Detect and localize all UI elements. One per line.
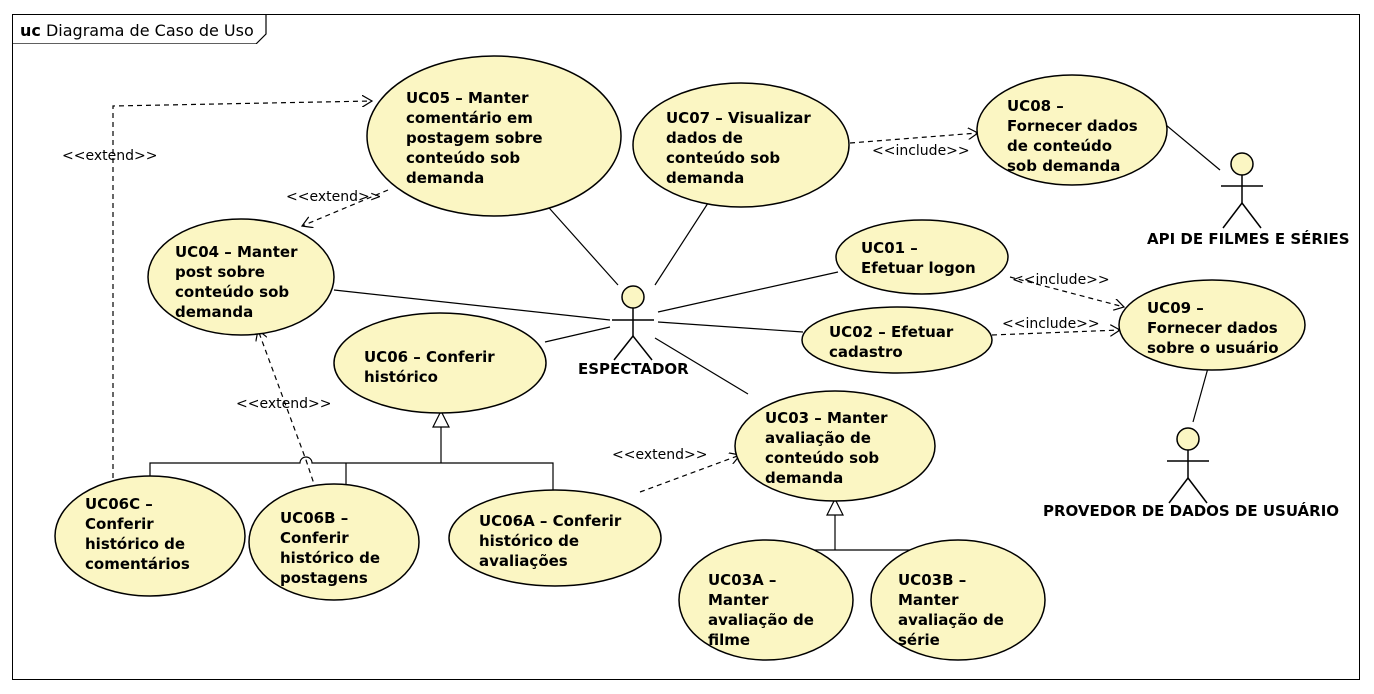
uc02-ellipse[interactable] (801, 306, 993, 374)
assoc-espectador-uc07 (654, 199, 711, 286)
uc06a-label: UC06A – Conferir histórico de avaliações (479, 512, 622, 570)
extend-label-uc06c: <<extend>> (62, 148, 158, 164)
provedor-actor-icon[interactable] (1167, 427, 1209, 504)
uc06c-label: UC06C – Conferir histórico de comentário… (85, 495, 190, 573)
uc03-label: UC03 – Manter avaliação de conteúdo sob … (765, 409, 888, 487)
assoc-espectador-uc05 (541, 199, 619, 286)
uc06-label: UC06 – Conferir histórico (364, 348, 495, 386)
diagram-frame (12, 14, 1360, 680)
uc04-ellipse[interactable] (147, 218, 335, 336)
uc03a-label: UC03A – Manter avaliação de filme (708, 571, 814, 649)
assoc-espectador-uc01 (657, 271, 839, 313)
api-actor-icon[interactable] (1221, 152, 1263, 229)
frame-title: uc Diagrama de Caso de Uso (20, 21, 254, 40)
uc01-ellipse[interactable] (835, 219, 1009, 295)
include-uc07-uc08 (849, 133, 978, 144)
uc06b-ellipse[interactable] (248, 483, 420, 601)
frame-title-text: Diagrama de Caso de Uso (45, 21, 254, 40)
uc04-label: UC04 – Manter post sobre conteúdo sob de… (175, 243, 298, 321)
assoc-espectador-uc02 (657, 321, 804, 333)
uc09-label: UC09 – Fornecer dados sobre o usuário (1147, 299, 1279, 357)
api-label: API DE FILMES E SÉRIES (1147, 230, 1350, 248)
include-label-uc02: <<include>> (1002, 316, 1100, 332)
uc07-label: UC07 – Visualizar dados de conteúdo sob … (666, 109, 811, 187)
uc03a-ellipse[interactable] (678, 539, 854, 661)
uc01-label: UC01 – Efetuar logon (861, 239, 976, 277)
uc08-ellipse[interactable] (976, 74, 1168, 186)
assoc-api-uc08 (1165, 124, 1221, 171)
espectador-actor-icon[interactable] (612, 285, 654, 361)
uc06c-ellipse[interactable] (54, 475, 246, 597)
include-uc02-uc09 (991, 330, 1120, 335)
frame-keyword: uc (20, 21, 41, 40)
assoc-provedor-uc09 (1192, 367, 1209, 423)
extend-uc06b-uc04 (258, 330, 317, 491)
uc09-ellipse[interactable] (1118, 279, 1306, 371)
assoc-espectador-uc04 (333, 289, 611, 321)
include-label-uc01: <<include>> (1012, 272, 1110, 288)
uc05-label: UC05 – Manter comentário em postagem sob… (406, 89, 543, 187)
espectador-label: ESPECTADOR (578, 360, 689, 378)
extend-label-uc06b: <<extend>> (236, 396, 332, 412)
uc08-label: UC08 – Fornecer dados de conteúdo sob de… (1007, 97, 1138, 175)
generalization-uc06 (149, 409, 554, 493)
extend-label-uc06a: <<extend>> (612, 447, 708, 463)
frame-tab (12, 14, 267, 44)
extend-label-uc05: <<extend>> (286, 189, 382, 205)
assoc-espectador-uc06 (544, 326, 611, 343)
uc03b-ellipse[interactable] (870, 539, 1046, 661)
uc02-label: UC02 – Efetuar cadastro (829, 323, 954, 361)
include-label-uc08: <<include>> (872, 143, 970, 159)
uc07-ellipse[interactable] (632, 82, 850, 208)
uc03-ellipse[interactable] (734, 390, 936, 502)
uc06a-ellipse[interactable] (448, 489, 662, 587)
extend-uc05-uc04 (302, 189, 389, 226)
uc03b-label: UC03B – Manter avaliação de série (898, 571, 1004, 649)
uc06b-label: UC06B – Conferir histórico de postagens (280, 509, 381, 587)
extend-uc06c-uc05 (112, 101, 372, 478)
include-uc01-uc09 (1009, 276, 1124, 307)
uc05-ellipse[interactable] (366, 55, 622, 217)
assoc-espectador-uc03 (654, 337, 749, 395)
uc06-ellipse[interactable] (333, 312, 547, 414)
provedor-label: PROVEDOR DE DADOS DE USUÁRIO (1043, 502, 1340, 520)
